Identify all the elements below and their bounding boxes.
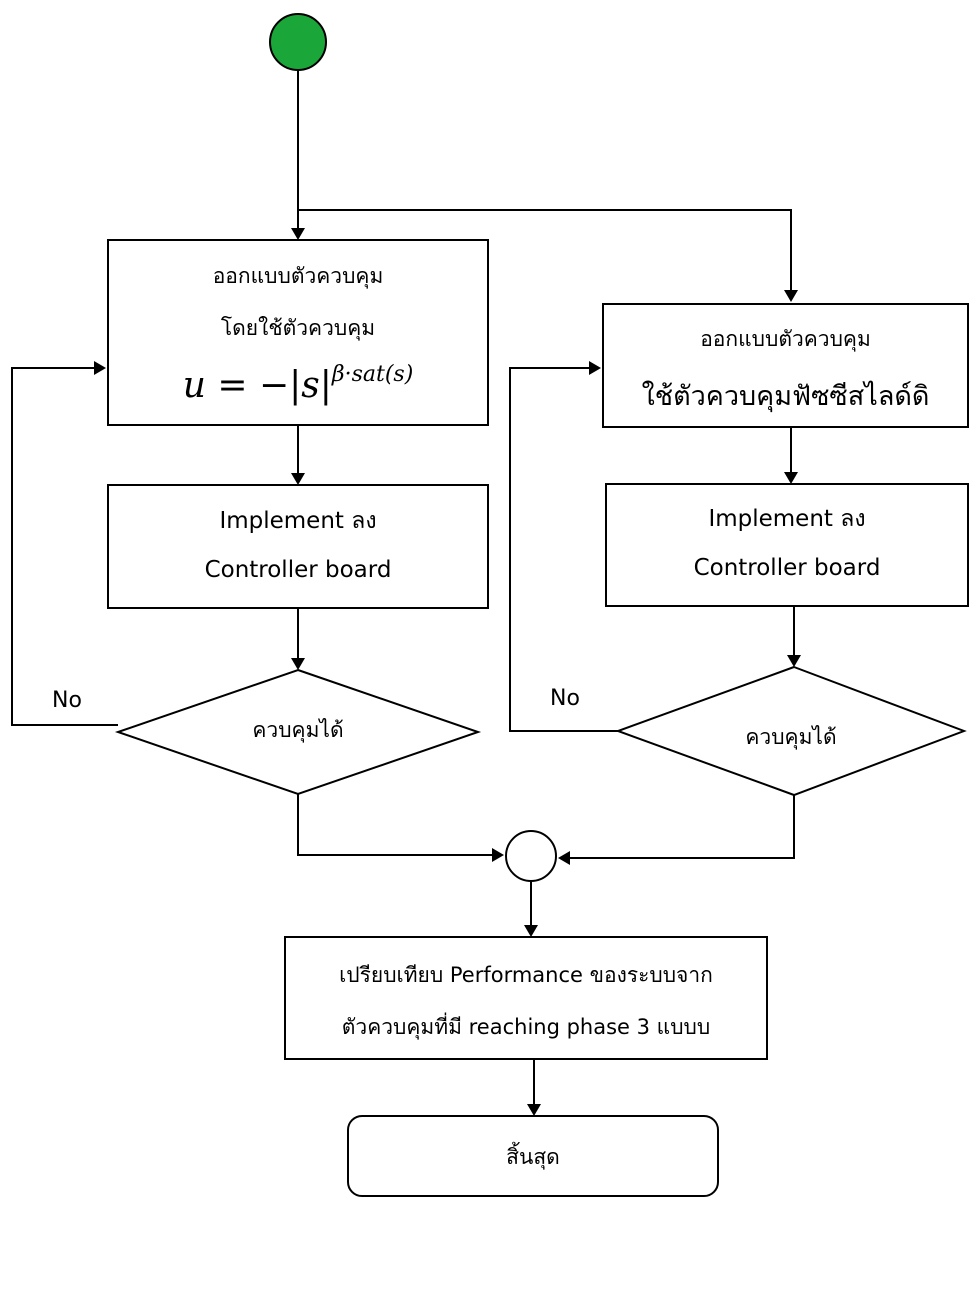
left-implement-line2: Controller board [204,557,392,583]
connector-right-decision-to-junction [570,795,795,859]
arrowhead-end [527,1104,541,1116]
arrowhead-right-implement [784,472,798,484]
arrowhead-right-no-loop [589,361,601,375]
end-label: สิ้นสุด [506,1145,560,1169]
compare-line1: เปรียบเทียบ Performance ของระบบจาก [339,963,713,987]
right-implement-line2: Controller board [693,555,881,581]
formula-abs-s: |s| [289,365,332,406]
right-no-label: No [550,686,580,711]
arrowhead-right-decision [787,655,801,667]
arrowhead-junction-right [558,851,570,865]
left-implement-line1: Implement ลง [219,508,377,534]
right-implement-box [605,483,969,607]
connector-left-decision-to-junction [297,794,492,856]
end-terminator [347,1115,719,1197]
right-implement-line1: Implement ลง [708,506,866,532]
left-control-formula: u = −|s|β·sat(s) [108,364,488,406]
right-design-box [602,303,969,428]
formula-exponent: β·sat(s) [331,362,414,388]
right-decision-label: ควบคุมได้ [745,725,837,749]
arrowhead-left-no-loop [94,361,106,375]
connector-split-to-right-design [298,209,792,290]
arrowhead-left-implement [291,473,305,485]
left-implement-box [107,484,489,609]
left-no-label: No [52,688,82,713]
right-design-title: ออกแบบตัวควบคุม [700,327,871,351]
compare-line2: ตัวควบคุมที่มี reaching phase 3 แบบบ [341,1015,711,1039]
arrowhead-right-design [784,290,798,302]
arrowhead-left-design [291,228,305,240]
arrowhead-left-decision [291,658,305,670]
left-decision-label: ควบคุมได้ [252,718,344,742]
right-design-subtitle: ใช้ตัวควบคุมฟัซซีสไลด์ดิ [641,381,930,412]
arrowhead-compare [524,925,538,937]
formula-u: u [182,365,206,406]
connector-left-no-loop [11,367,118,726]
compare-box [284,936,768,1060]
formula-equals-minus: = − [205,365,290,406]
connector-right-no-loop [509,367,618,732]
start-node [269,13,327,71]
left-design-subtitle: โดยใช้ตัวควบคุม [220,316,376,340]
merge-junction [505,830,557,882]
arrowhead-junction-left [492,848,504,862]
left-design-box [107,239,489,426]
left-design-title: ออกแบบตัวควบคุม [212,264,384,288]
